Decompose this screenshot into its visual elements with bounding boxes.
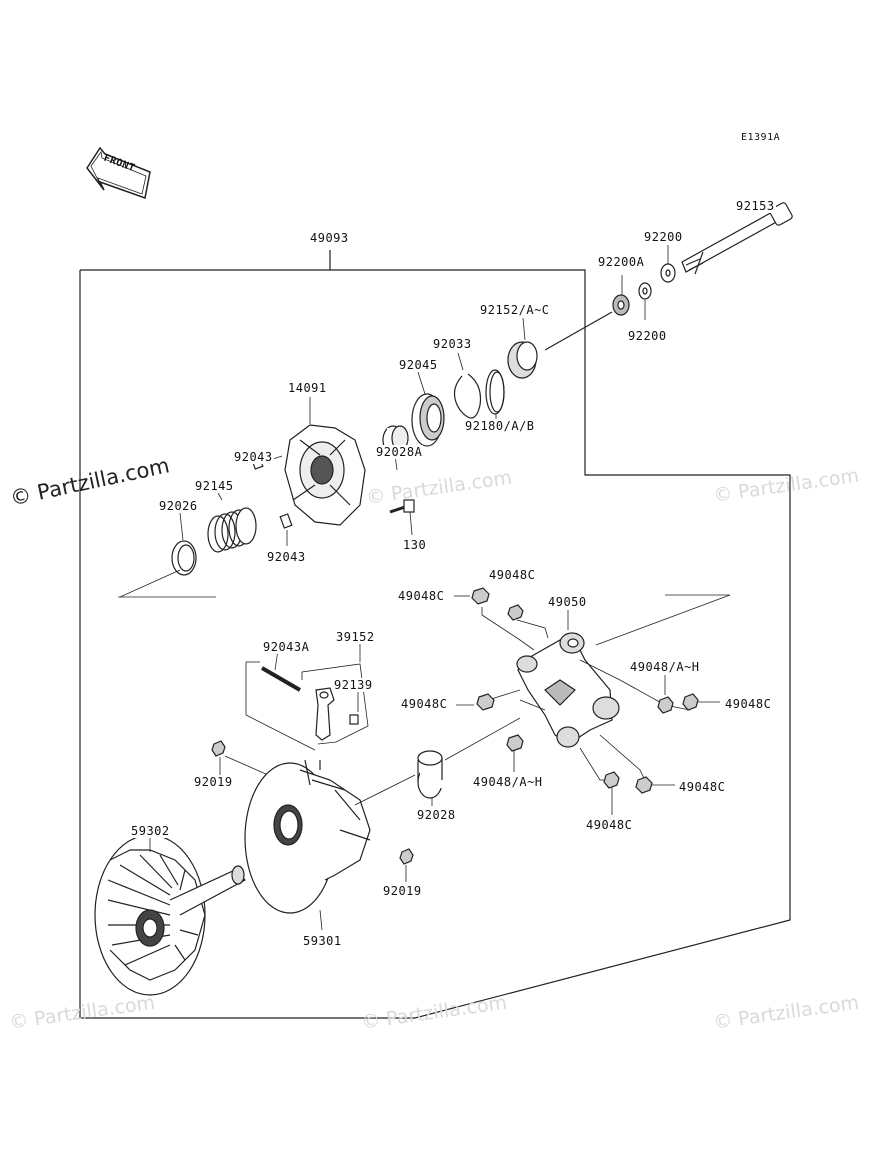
bolt-130 bbox=[389, 499, 415, 514]
washer-92200-b bbox=[638, 282, 652, 300]
part-label-92180[interactable]: 92180/A/B bbox=[464, 419, 536, 433]
spider-49050 bbox=[516, 632, 620, 748]
cover-14091 bbox=[284, 424, 366, 526]
part-label-59301[interactable]: 59301 bbox=[302, 934, 343, 948]
part-label-92026[interactable]: 92026 bbox=[158, 499, 199, 513]
part-label-49093[interactable]: 49093 bbox=[309, 231, 350, 245]
sheave-59301 bbox=[244, 759, 371, 914]
nut-49048C-f bbox=[603, 771, 620, 789]
part-label-92200A[interactable]: 92200A bbox=[597, 255, 646, 269]
part-label-92045[interactable]: 92045 bbox=[398, 358, 439, 372]
assembly-boundary bbox=[79, 269, 791, 1019]
part-label-14091[interactable]: 14091 bbox=[287, 381, 328, 395]
diagram-code: E1391A bbox=[741, 132, 781, 143]
part-label-92028[interactable]: 92028 bbox=[416, 808, 457, 822]
part-label-92033[interactable]: 92033 bbox=[432, 337, 473, 351]
weight-92139 bbox=[315, 687, 359, 741]
nut-92019-top bbox=[211, 740, 226, 757]
nut-49048C-b bbox=[507, 604, 524, 621]
part-label-49048AH-mid[interactable]: 49048/A~H bbox=[472, 775, 544, 789]
spring-92145 bbox=[207, 507, 257, 553]
part-label-92019-top[interactable]: 92019 bbox=[193, 775, 234, 789]
part-label-92139[interactable]: 92139 bbox=[333, 678, 374, 692]
part-label-92200-bottom[interactable]: 92200 bbox=[627, 329, 668, 343]
bushing-92028 bbox=[417, 750, 444, 799]
part-label-49048C-c[interactable]: 49048C bbox=[400, 697, 449, 711]
part-label-49048C-d[interactable]: 49048C bbox=[724, 697, 773, 711]
part-label-49048C-e[interactable]: 49048C bbox=[678, 780, 727, 794]
part-label-92019-bottom[interactable]: 92019 bbox=[382, 884, 423, 898]
part-label-92028A[interactable]: 92028A bbox=[375, 445, 424, 459]
part-label-59302[interactable]: 59302 bbox=[130, 824, 171, 838]
nut-49048C-e bbox=[635, 776, 653, 794]
part-label-130[interactable]: 130 bbox=[402, 538, 428, 552]
pin-92043A bbox=[260, 666, 302, 692]
part-label-49050[interactable]: 49050 bbox=[547, 595, 588, 609]
nut-49048AH-a bbox=[506, 734, 524, 752]
snap-ring-92033 bbox=[453, 373, 482, 419]
ring-92026 bbox=[171, 540, 197, 576]
pin-92043-b bbox=[279, 513, 293, 529]
part-label-39152[interactable]: 39152 bbox=[335, 630, 376, 644]
part-label-92200-top[interactable]: 92200 bbox=[643, 230, 684, 244]
part-label-49048C-b[interactable]: 49048C bbox=[397, 589, 446, 603]
front-arrow-icon bbox=[86, 146, 151, 199]
nut-49048C-d bbox=[682, 693, 699, 711]
nut-49048C-c bbox=[476, 693, 495, 711]
part-label-49048C-a[interactable]: 49048C bbox=[488, 568, 537, 582]
washer-92200-a bbox=[660, 263, 676, 283]
part-label-49048AH-right[interactable]: 49048/A~H bbox=[629, 660, 701, 674]
part-label-92043-bottom[interactable]: 92043 bbox=[266, 550, 307, 564]
part-label-49048C-f[interactable]: 49048C bbox=[585, 818, 634, 832]
sheave-59302 bbox=[94, 834, 246, 996]
nut-49048C-a bbox=[471, 587, 490, 605]
part-label-92043A[interactable]: 92043A bbox=[262, 640, 311, 654]
nut-92019-bottom bbox=[399, 848, 414, 865]
part-label-92145[interactable]: 92145 bbox=[194, 479, 235, 493]
part-label-92153[interactable]: 92153 bbox=[735, 199, 776, 213]
part-label-92152[interactable]: 92152/A~C bbox=[479, 303, 551, 317]
part-label-92043-top[interactable]: 92043 bbox=[233, 450, 274, 464]
nut-49048AH-b bbox=[657, 696, 674, 714]
